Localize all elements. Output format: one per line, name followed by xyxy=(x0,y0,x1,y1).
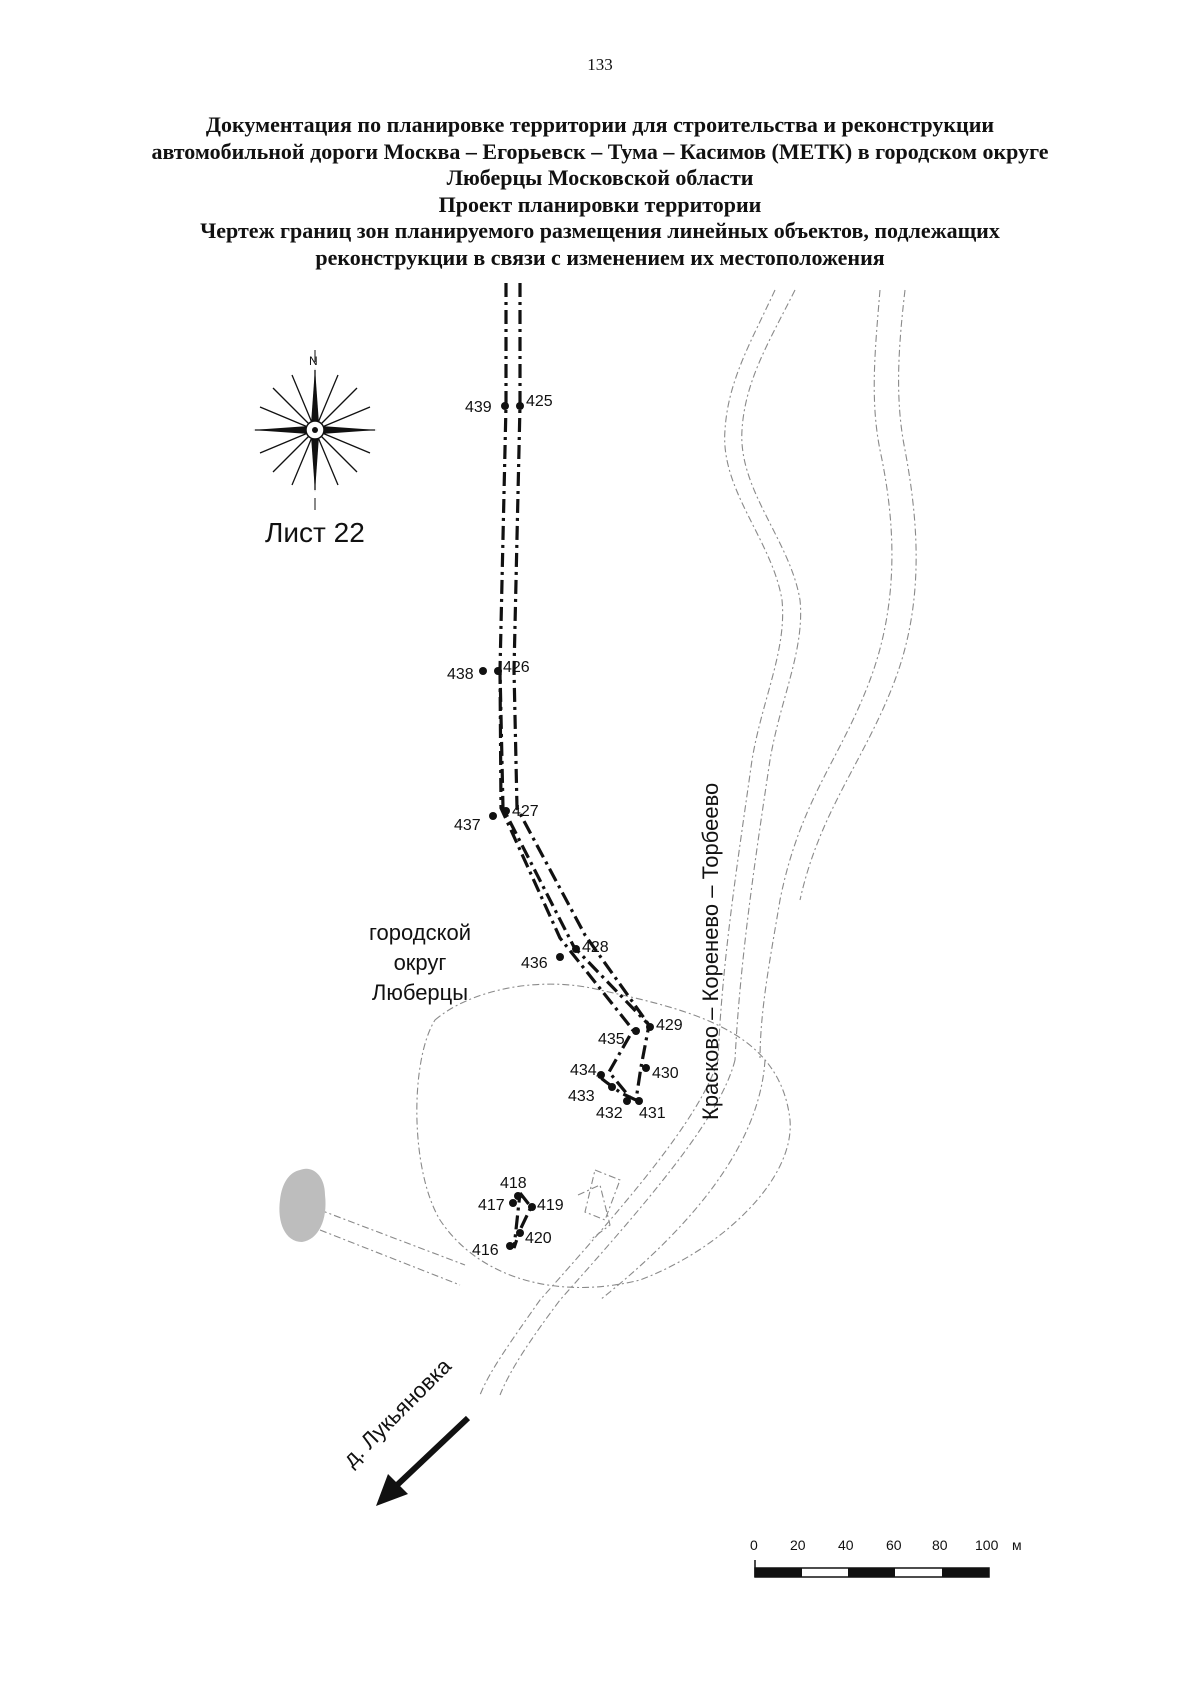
area-label-line-2: округ xyxy=(394,950,447,975)
area-label-line-1: городской xyxy=(369,920,471,945)
point-label-420: 420 xyxy=(525,1230,552,1247)
road-outlines xyxy=(319,289,917,1396)
point-marker-429 xyxy=(646,1023,654,1031)
point-label-426: 426 xyxy=(503,659,530,676)
point-marker-434 xyxy=(597,1071,605,1079)
point-marker-418 xyxy=(514,1192,522,1200)
point-marker-420 xyxy=(516,1229,524,1237)
road-label: Красково – Коренево – Торбеево xyxy=(698,783,723,1120)
document-title: Документация по планировке территории дл… xyxy=(0,112,1200,271)
point-label-430: 430 xyxy=(652,1065,679,1082)
title-line-2: автомобильной дороги Москва – Егорьевск … xyxy=(151,138,1049,164)
point-label-438: 438 xyxy=(447,666,474,683)
compass-rose-icon xyxy=(253,350,377,510)
title-line-4: Проект планировки территории xyxy=(438,191,762,217)
point-marker-439 xyxy=(501,402,509,410)
scale-tick-80: 80 xyxy=(932,1537,948,1553)
point-label-431: 431 xyxy=(639,1105,666,1122)
point-marker-419 xyxy=(528,1203,536,1211)
scale-unit: м xyxy=(1012,1537,1022,1553)
page-number: 133 xyxy=(587,55,613,74)
point-label-428: 428 xyxy=(582,939,609,956)
scale-tick-100: 100 xyxy=(975,1537,999,1553)
direction-arrow-icon xyxy=(376,1415,471,1506)
point-label-435: 435 xyxy=(598,1031,625,1048)
point-marker-428 xyxy=(572,945,580,953)
boundary-points xyxy=(479,402,654,1250)
scale-tick-0: 0 xyxy=(750,1537,758,1553)
point-label-417: 417 xyxy=(478,1197,505,1214)
gray-patch xyxy=(279,1168,326,1242)
title-line-1: Документация по планировке территории дл… xyxy=(205,112,995,137)
point-marker-427 xyxy=(502,807,510,815)
point-marker-416 xyxy=(506,1242,514,1250)
scale-tick-60: 60 xyxy=(886,1537,902,1553)
point-labels: 425 439 426 438 427 437 428 436 429 435 … xyxy=(447,393,683,1259)
point-marker-431 xyxy=(635,1097,643,1105)
point-label-433: 433 xyxy=(568,1088,595,1105)
area-label-line-3: Люберцы xyxy=(372,980,468,1005)
point-marker-433 xyxy=(608,1083,616,1091)
title-line-5: Чертеж границ зон планируемого размещени… xyxy=(200,218,1000,243)
point-label-437: 437 xyxy=(454,817,481,834)
title-line-6: реконструкции в связи с изменением их ме… xyxy=(315,244,885,270)
point-marker-438 xyxy=(479,667,487,675)
point-marker-436 xyxy=(556,953,564,961)
title-line-3: Люберцы Московской области xyxy=(446,165,754,190)
direction-label: д. Лукьяновка xyxy=(338,1353,457,1472)
point-label-429: 429 xyxy=(656,1017,683,1034)
point-marker-425 xyxy=(516,402,524,410)
point-marker-432 xyxy=(623,1097,631,1105)
point-label-418: 418 xyxy=(500,1175,527,1192)
compass-north-label: N xyxy=(309,354,318,368)
scale-bar: 0 20 40 60 80 100 м xyxy=(750,1537,1022,1578)
scale-tick-40: 40 xyxy=(838,1537,854,1553)
point-label-419: 419 xyxy=(537,1197,564,1214)
point-label-436: 436 xyxy=(521,955,548,972)
scale-tick-20: 20 xyxy=(790,1537,806,1553)
point-marker-426 xyxy=(494,667,502,675)
point-label-432: 432 xyxy=(596,1105,623,1122)
point-marker-435 xyxy=(632,1027,640,1035)
point-marker-430 xyxy=(642,1064,650,1072)
point-label-416: 416 xyxy=(472,1242,499,1259)
point-label-439: 439 xyxy=(465,399,492,416)
sheet-label: Лист 22 xyxy=(265,517,365,548)
point-marker-437 xyxy=(489,812,497,820)
point-marker-417 xyxy=(509,1199,517,1207)
point-label-434: 434 xyxy=(570,1062,597,1079)
point-label-427: 427 xyxy=(512,803,539,820)
point-label-425: 425 xyxy=(526,393,553,410)
